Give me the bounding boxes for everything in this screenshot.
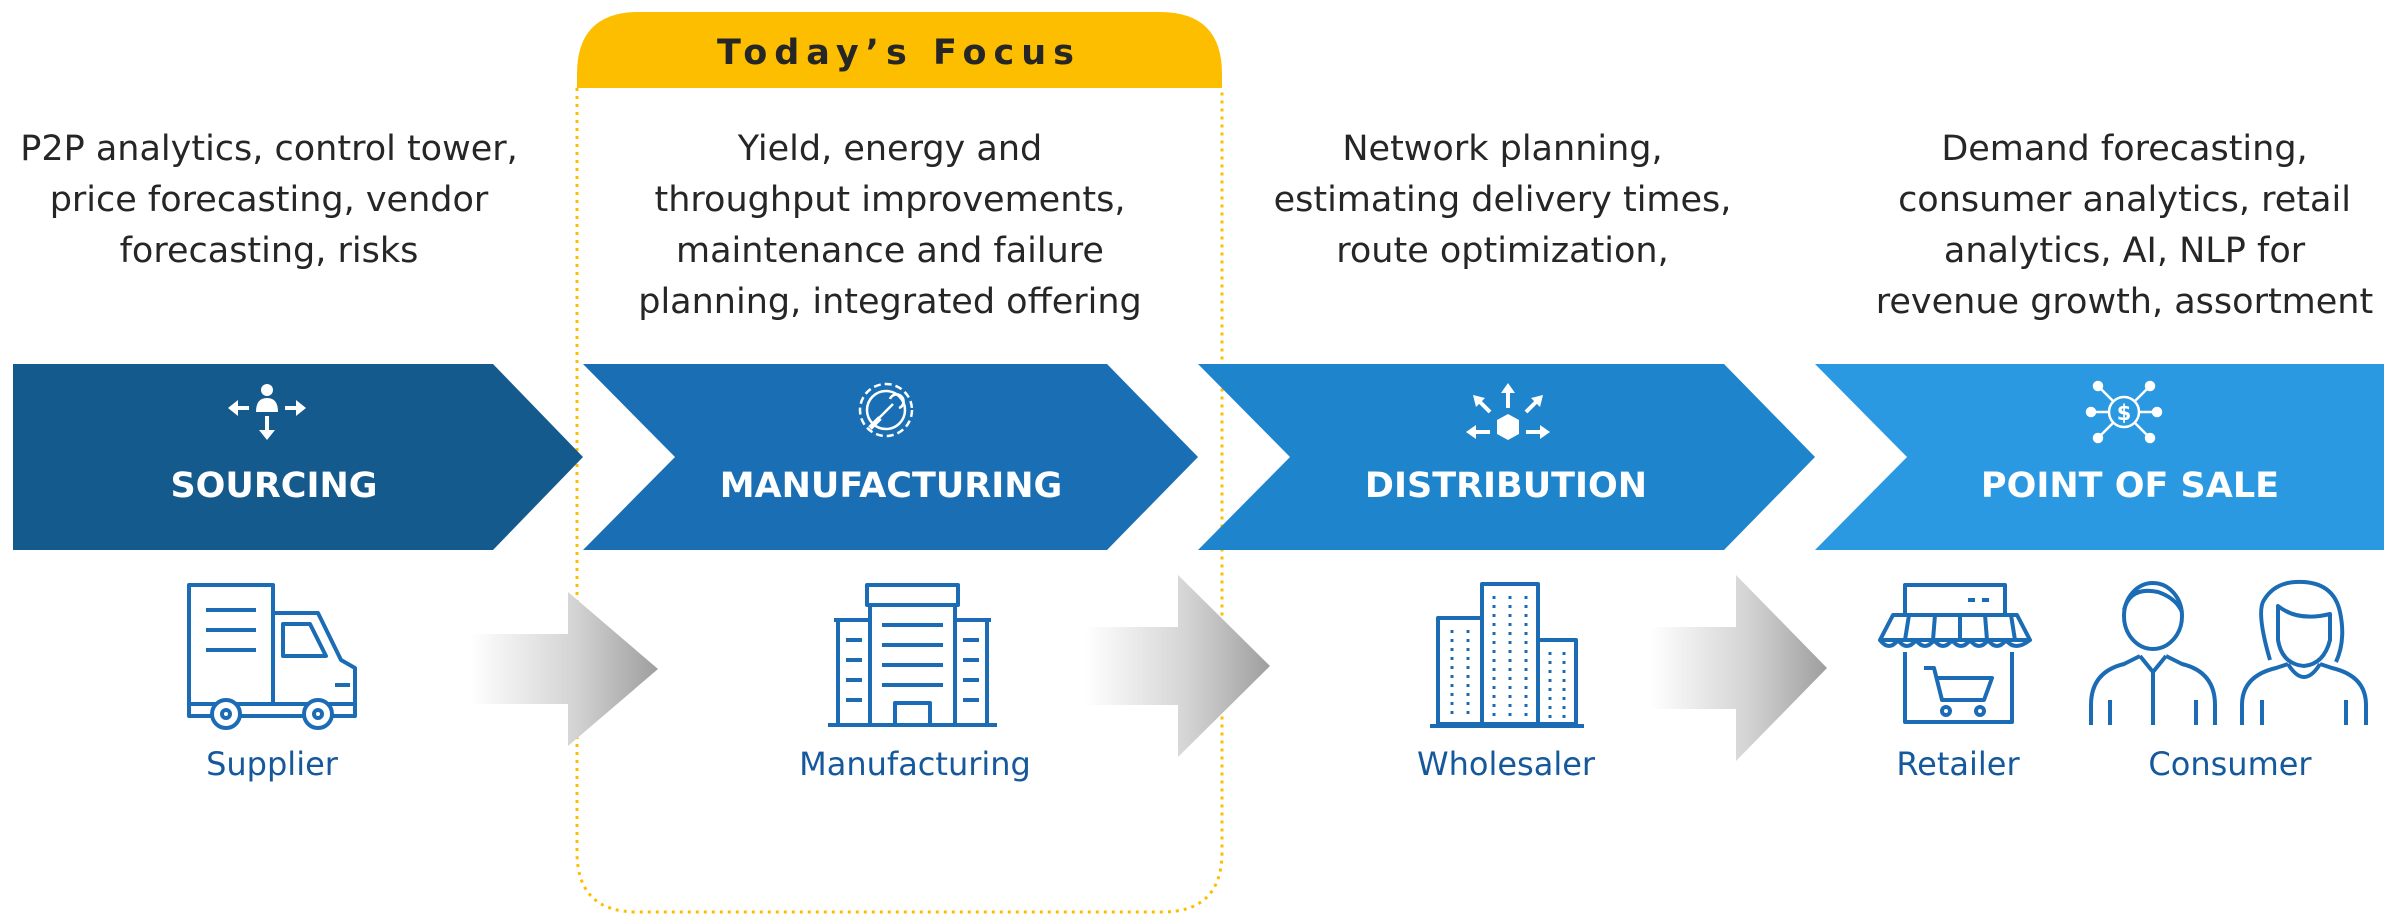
svg-text:$: $ bbox=[2117, 401, 2132, 425]
gear-wrench-icon bbox=[858, 382, 914, 438]
manufacturing-chevron bbox=[583, 364, 1198, 550]
sourcing-description-line: forecasting, risks bbox=[119, 231, 419, 271]
manufacturing-description-line: throughput improvements, bbox=[654, 180, 1126, 220]
sourcing-description-line: price forecasting, vendor bbox=[49, 180, 489, 220]
point-of-sale-description-line: analytics, AI, NLP for bbox=[1943, 231, 2306, 271]
dollar-network-icon: $ bbox=[2085, 380, 2163, 444]
distribution-description: Network planning, estimating delivery ti… bbox=[1240, 124, 1765, 277]
manufacturing-description-line: maintenance and failure bbox=[676, 231, 1104, 271]
delivery-truck-icon bbox=[187, 583, 357, 730]
distribution-description-line: Network planning, bbox=[1342, 129, 1663, 169]
stage-label-distribution: DISTRIBUTION bbox=[1365, 466, 1647, 506]
stage-distribution: DISTRIBUTION bbox=[1198, 364, 1815, 550]
entity-labels: Supplier Manufacturing Wholesaler Retail… bbox=[206, 745, 2312, 783]
entity-label-retailer: Retailer bbox=[1896, 745, 2020, 783]
distribution-chevron bbox=[1198, 364, 1815, 550]
stage-chevrons: SOURCING MANUFACTURING DISTRIBUTION POIN… bbox=[13, 364, 2384, 550]
distribution-description-line: route optimization, bbox=[1336, 231, 1669, 271]
point-of-sale-description: Demand forecasting, consumer analytics, … bbox=[1852, 124, 2397, 328]
point-of-sale-description-line: Demand forecasting, bbox=[1941, 129, 2308, 169]
focus-tab bbox=[577, 12, 1222, 88]
flow-arrow-1 bbox=[470, 592, 658, 746]
stage-point-of-sale: POINT OF SALE bbox=[1815, 364, 2384, 550]
manufacturing-description-line: Yield, energy and bbox=[737, 129, 1043, 169]
entity-label-supplier: Supplier bbox=[206, 745, 339, 783]
factory-building-icon bbox=[828, 583, 997, 727]
stage-label-point-of-sale: POINT OF SALE bbox=[1981, 466, 2279, 506]
point-of-sale-description-line: revenue growth, assortment bbox=[1875, 282, 2374, 322]
manufacturing-description: Yield, energy and throughput improvement… bbox=[630, 124, 1150, 328]
flow-arrow-3 bbox=[1650, 575, 1827, 761]
entity-label-wholesaler: Wholesaler bbox=[1417, 745, 1596, 783]
storefront-cart-icon bbox=[1878, 583, 2032, 724]
stage-label-sourcing: SOURCING bbox=[170, 466, 377, 506]
stage-sourcing: SOURCING bbox=[13, 364, 583, 550]
entity-label-consumer: Consumer bbox=[2148, 745, 2312, 783]
sourcing-description: P2P analytics, control tower, price fore… bbox=[14, 124, 524, 277]
man-woman-icon bbox=[2089, 579, 2368, 725]
focus-frame bbox=[575, 88, 1224, 914]
today-focus-box: Today’s Focus bbox=[575, 12, 1224, 914]
sourcing-chevron bbox=[13, 364, 583, 550]
skyscraper-icon bbox=[1430, 582, 1584, 728]
stage-label-manufacturing: MANUFACTURING bbox=[720, 466, 1063, 506]
flow-arrow-2 bbox=[1086, 575, 1270, 757]
manufacturing-description-line: planning, integrated offering bbox=[638, 282, 1142, 322]
focus-title: Today’s Focus bbox=[717, 33, 1081, 73]
woman-icon bbox=[2240, 579, 2368, 725]
man-icon bbox=[2089, 581, 2217, 725]
flow-arrows bbox=[470, 575, 1827, 761]
org-arrows-icon bbox=[228, 384, 306, 440]
point-of-sale-description-line: consumer analytics, retail bbox=[1898, 180, 2351, 220]
point-of-sale-chevron bbox=[1815, 364, 2384, 550]
box-distribution-icon bbox=[1466, 383, 1550, 440]
distribution-description-line: estimating delivery times, bbox=[1273, 180, 1732, 220]
entity-label-manufacturing: Manufacturing bbox=[799, 745, 1031, 783]
sourcing-description-line: P2P analytics, control tower, bbox=[20, 129, 518, 169]
stage-manufacturing: MANUFACTURING bbox=[583, 364, 1198, 550]
